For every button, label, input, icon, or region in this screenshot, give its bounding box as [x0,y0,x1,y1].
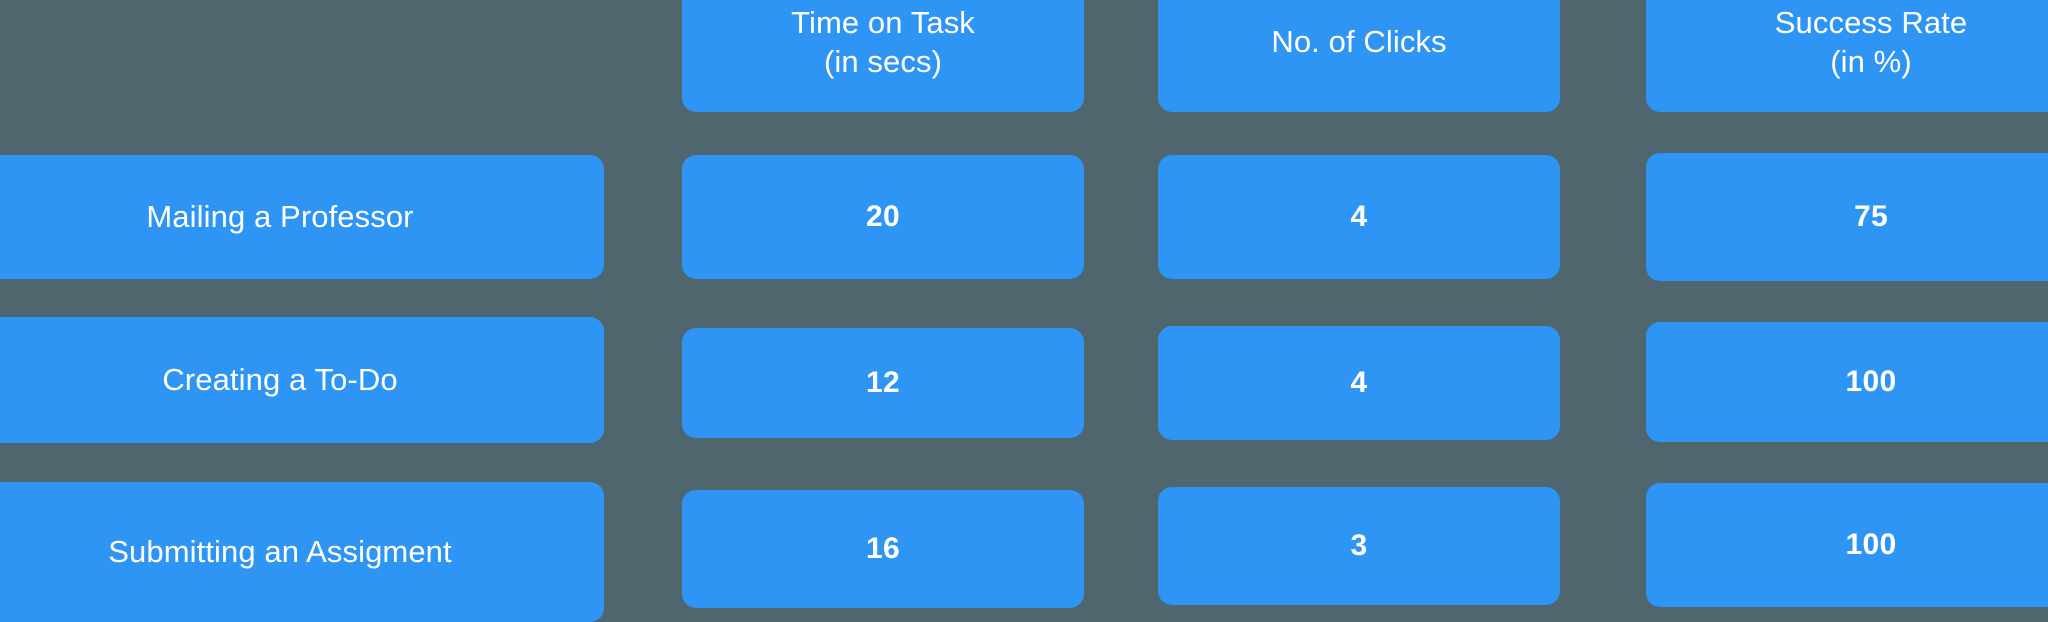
cell-submitting-an-assigment-time-on-task: 16 [682,490,1084,608]
row-label-creating-a-to-do-text: Creating a To-Do [162,362,398,398]
cell-mailing-a-professor-no-of-clicks: 4 [1158,155,1560,279]
row-label-submitting-an-assigment-text: Submitting an Assigment [108,534,452,570]
column-header-no-of-clicks-label: No. of Clicks [1271,24,1447,60]
row-label-creating-a-to-do: Creating a To-Do [0,317,604,443]
column-header-time-on-task-label: Time on Task (in secs) [791,4,975,79]
cell-value-text: 75 [1854,200,1888,234]
cell-value-text: 3 [1350,529,1368,563]
cell-mailing-a-professor-time-on-task: 20 [682,155,1084,279]
column-header-time-on-task: Time on Task (in secs) [682,0,1084,112]
cell-submitting-an-assigment-no-of-clicks: 3 [1158,487,1560,605]
cell-value-text: 12 [866,366,900,400]
row-label-mailing-a-professor-text: Mailing a Professor [146,199,414,235]
column-header-success-rate-label: Success Rate (in %) [1774,4,1968,79]
row-label-submitting-an-assigment: Submitting an Assigment [0,482,604,622]
cell-mailing-a-professor-success-rate: 75 [1646,153,2048,281]
cell-submitting-an-assigment-success-rate: 100 [1646,483,2048,607]
cell-value-text: 100 [1845,365,1897,399]
cell-creating-a-to-do-time-on-task: 12 [682,328,1084,438]
cell-creating-a-to-do-success-rate: 100 [1646,322,2048,442]
column-header-success-rate: Success Rate (in %) [1646,0,2048,112]
cell-value-text: 4 [1350,366,1368,400]
cell-value-text: 100 [1845,528,1897,562]
cell-value-text: 4 [1350,200,1368,234]
cell-creating-a-to-do-no-of-clicks: 4 [1158,326,1560,440]
cell-value-text: 20 [866,200,900,234]
cell-value-text: 16 [866,532,900,566]
column-header-no-of-clicks: No. of Clicks [1158,0,1560,112]
row-label-mailing-a-professor: Mailing a Professor [0,155,604,279]
